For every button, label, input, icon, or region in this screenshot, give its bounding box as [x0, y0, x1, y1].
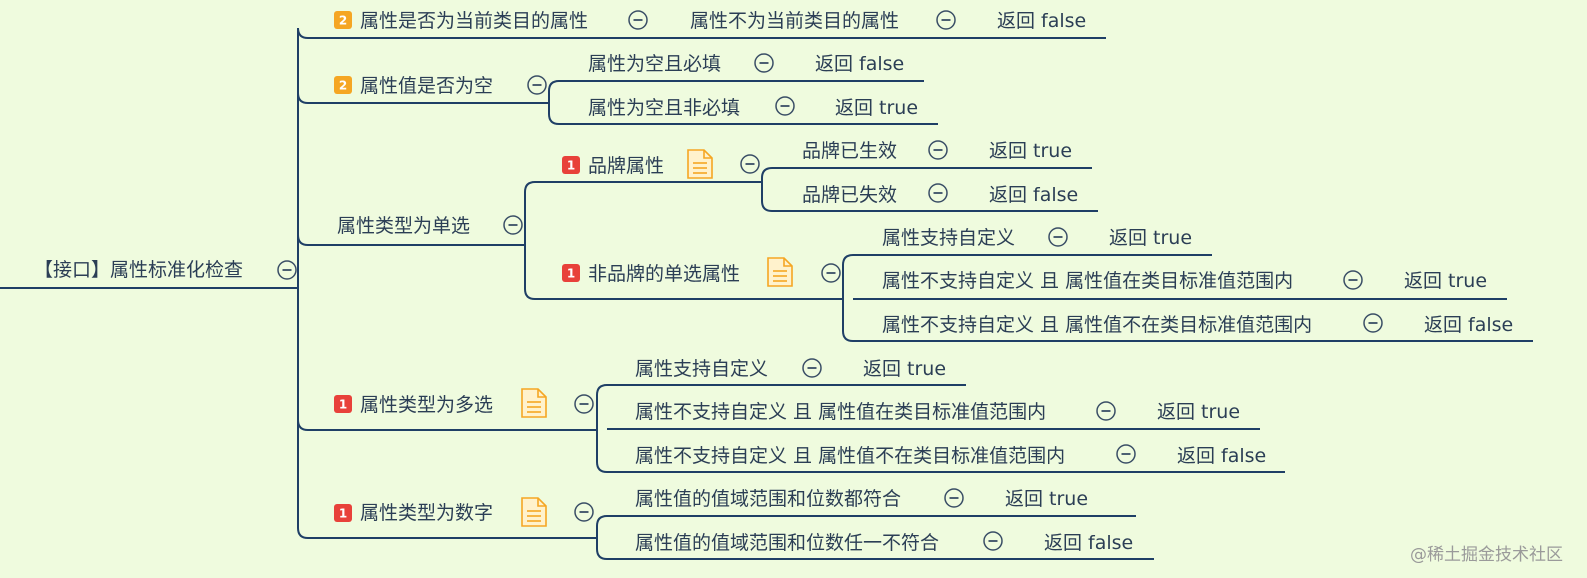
result-topic: 返回 true	[835, 97, 918, 119]
collapse-icon[interactable]	[628, 10, 648, 30]
collapse-icon[interactable]	[944, 488, 964, 508]
collapse-icon[interactable]	[1363, 313, 1383, 333]
priority-2-badge: 2	[334, 11, 352, 29]
svg-text:1: 1	[339, 507, 347, 521]
note-icon[interactable]	[521, 497, 547, 527]
child-topic: 属性为空且非必填	[588, 97, 740, 119]
child-topic: 属性为空且必填	[588, 53, 721, 75]
collapse-icon[interactable]	[1343, 270, 1363, 290]
branch-topic: 属性类型为数字	[360, 502, 493, 524]
priority-1-badge: 1	[334, 395, 352, 413]
subbranch-topic: 非品牌的单选属性	[588, 263, 740, 285]
result-topic: 返回 true	[1404, 270, 1487, 292]
branch-topic: 属性类型为多选	[360, 394, 493, 416]
collapse-icon[interactable]	[574, 502, 594, 522]
root-connector-0	[297, 27, 309, 288]
branch-connector	[596, 538, 608, 560]
svg-text:1: 1	[339, 398, 347, 412]
result-topic: 返回 false	[989, 184, 1078, 206]
child-topic: 属性值的值域范围和位数都符合	[635, 488, 901, 510]
child-topic: 品牌已失效	[802, 184, 897, 206]
result-topic: 返回 true	[1109, 227, 1192, 249]
child-topic: 属性不支持自定义 且 属性值在类目标准值范围内	[635, 401, 1046, 423]
child-topic: 属性不支持自定义 且 属性值不在类目标准值范围内	[635, 445, 1065, 467]
collapse-icon[interactable]	[983, 531, 1003, 551]
collapse-icon[interactable]	[740, 154, 760, 174]
collapse-icon[interactable]	[936, 10, 956, 30]
root-connector-3	[297, 288, 309, 431]
branch-connector	[524, 181, 536, 245]
collapse-icon[interactable]	[821, 263, 841, 283]
collapse-icon[interactable]	[503, 215, 523, 235]
result-topic: 返回 true	[1157, 401, 1240, 423]
root-connector-4	[297, 288, 309, 539]
result-topic: 返回 false	[997, 10, 1086, 32]
collapse-icon[interactable]	[754, 53, 774, 73]
branch-connector	[842, 299, 854, 342]
svg-text:2: 2	[339, 79, 347, 93]
svg-text:1: 1	[567, 267, 575, 281]
svg-text:2: 2	[339, 14, 347, 28]
child-topic: 属性支持自定义	[882, 227, 1015, 249]
root-connector-1	[297, 92, 309, 288]
branch-connector	[761, 182, 773, 212]
priority-1-badge: 1	[562, 156, 580, 174]
branch-connector	[761, 167, 773, 182]
child-topic: 属性不为当前类目的属性	[690, 10, 899, 32]
child-topic: 品牌已生效	[802, 140, 897, 162]
collapse-icon[interactable]	[802, 358, 822, 378]
collapse-icon[interactable]	[277, 260, 297, 280]
child-topic: 属性不支持自定义 且 属性值在类目标准值范围内	[882, 270, 1293, 292]
root-topic: 【接口】属性标准化检查	[34, 259, 243, 281]
branch-connector	[842, 254, 854, 299]
child-topic: 属性支持自定义	[635, 358, 768, 380]
svg-text:1: 1	[567, 159, 575, 173]
subbranch-topic: 品牌属性	[588, 155, 664, 177]
priority-1-badge: 1	[562, 264, 580, 282]
root-connector-2	[297, 234, 309, 288]
collapse-icon[interactable]	[928, 183, 948, 203]
result-topic: 返回 false	[1424, 314, 1513, 336]
collapse-icon[interactable]	[527, 75, 547, 95]
branch-connector	[596, 515, 608, 538]
result-topic: 返回 false	[1177, 445, 1266, 467]
result-topic: 返回 false	[1044, 532, 1133, 554]
result-topic: 返回 true	[1005, 488, 1088, 510]
result-topic: 返回 true	[863, 358, 946, 380]
branch-connector	[596, 430, 608, 473]
note-icon[interactable]	[767, 257, 793, 287]
collapse-icon[interactable]	[1048, 227, 1068, 247]
branch-topic: 属性类型为单选	[337, 215, 470, 237]
result-topic: 返回 true	[989, 140, 1072, 162]
watermark: @稀土掘金技术社区	[1410, 545, 1563, 565]
priority-2-badge: 2	[334, 76, 352, 94]
branch-connector	[548, 80, 560, 103]
note-icon[interactable]	[521, 388, 547, 418]
note-icon[interactable]	[687, 149, 713, 179]
priority-1-badge: 1	[334, 504, 352, 522]
collapse-icon[interactable]	[574, 394, 594, 414]
collapse-icon[interactable]	[1096, 401, 1116, 421]
branch-connector	[596, 384, 608, 430]
branch-connector	[548, 103, 560, 125]
collapse-icon[interactable]	[1116, 444, 1136, 464]
branch-topic: 属性是否为当前类目的属性	[360, 10, 588, 32]
child-topic: 属性值的值域范围和位数任一不符合	[635, 532, 939, 554]
branch-connector	[524, 245, 536, 300]
connector-lines	[0, 27, 1533, 560]
collapse-icon[interactable]	[775, 96, 795, 116]
branch-topic: 属性值是否为空	[360, 75, 493, 97]
collapse-icon[interactable]	[928, 140, 948, 160]
result-topic: 返回 false	[815, 53, 904, 75]
child-topic: 属性不支持自定义 且 属性值不在类目标准值范围内	[882, 314, 1312, 336]
